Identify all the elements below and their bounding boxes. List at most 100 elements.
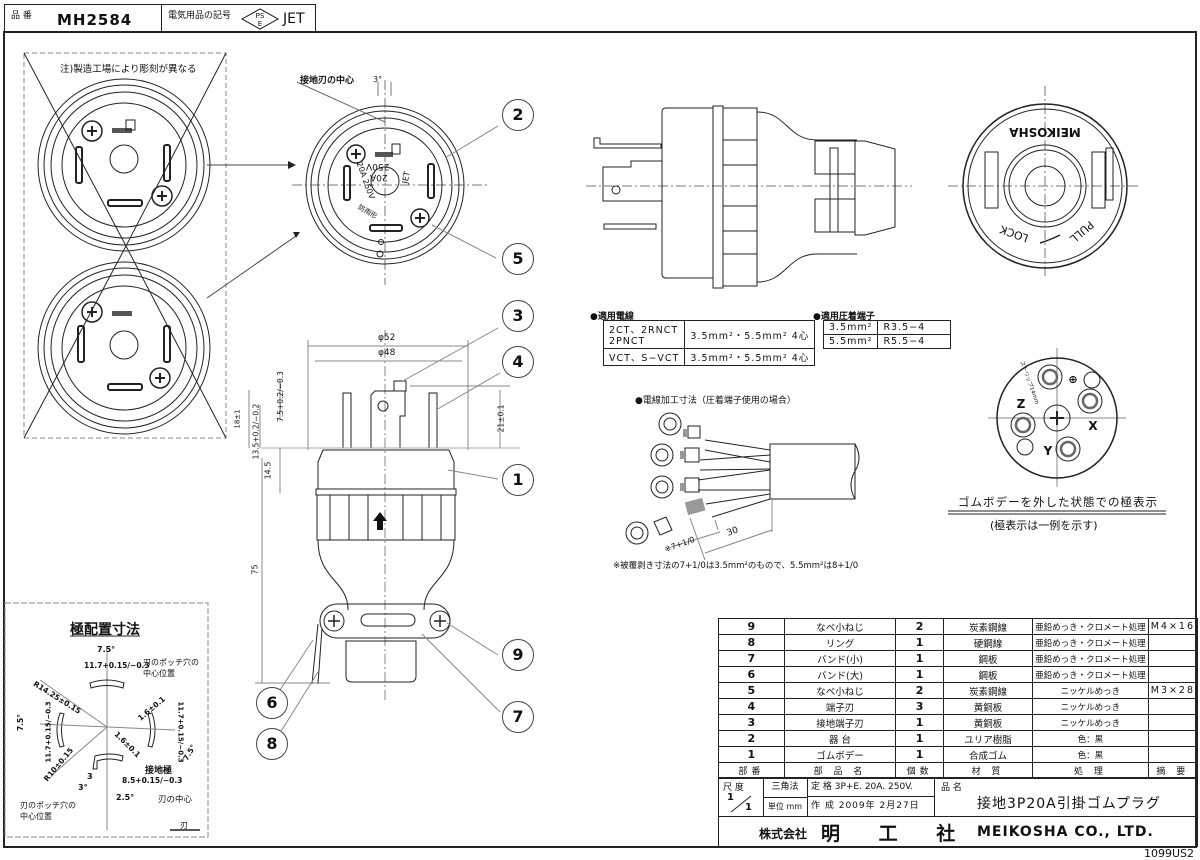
product-name-label: 品 名 [941, 783, 962, 793]
pole-display-drawing: ⊕ X Y Z ストリップ14mm [948, 348, 1166, 515]
insert-direction-arrow-icon [373, 512, 387, 530]
electrical-mark-label: 電気用品の記号 [168, 11, 232, 21]
callout-3: 3 [502, 300, 534, 332]
created-date: 作 成 2009年 2月27日 [807, 797, 935, 816]
terminal-spec-table: 3.5mm² R3.5−4 5.5mm² R5.5−4 [822, 320, 952, 349]
label-hole-center-bottom: 刃のポッチ穴の中心位置 [20, 801, 76, 821]
part-number-label: 品 番 [11, 11, 32, 21]
terminal-size-cell: 3.5mm² [822, 320, 879, 335]
part-material: ユリア樹脂 [942, 730, 1034, 747]
part-remark [1147, 698, 1199, 715]
wire-processing-footnote: ※被覆剥き寸法の7+1/0は3.5mm²のもので、5.5mm²は8+1/0 [613, 561, 859, 571]
callout-8: 8 [256, 728, 288, 760]
dim-angle-top: 7.5° [97, 645, 116, 654]
wire-type-cell: VCT、S−VCT [602, 348, 686, 366]
dim-ground-3-deg: 3° [78, 783, 88, 792]
label-ground-pole: 接地極 [145, 766, 173, 776]
wire-size-cell: 3.5mm²・5.5mm² 4心 [684, 348, 816, 366]
part-material: 鋼板 [942, 666, 1034, 683]
dim-ground-8-5: 8.5+0.15/−0.3 [122, 776, 183, 785]
label-blade: 刃 [180, 821, 188, 830]
part-qty: 2 [895, 682, 944, 699]
terminal-spec-row: 5.5mm² R5.5−4 [822, 334, 952, 349]
callout-4: 4 [502, 346, 534, 378]
dim-phi48: φ48 [378, 348, 396, 358]
company-prefix: 株式会社 [759, 827, 808, 841]
pole-label-ground: ⊕ [1068, 373, 1077, 386]
engraving-variants-view [23, 52, 300, 439]
header-remark: 摘 要 [1147, 762, 1199, 779]
product-name: 接地3P20A引掛ゴムプラグ [977, 796, 1161, 812]
dim-ground-3: 3 [87, 772, 93, 781]
part-remark [1147, 650, 1199, 667]
part-remark: M3×28 [1147, 682, 1199, 699]
pole-label-z: Z [1017, 397, 1026, 411]
plug-face-view [292, 80, 499, 285]
part-qty: 1 [895, 650, 944, 667]
scale-cell: 尺 度 1 1 [719, 778, 764, 816]
drawing-code: 1099US2 [1144, 847, 1195, 860]
terminal-type-cell: R3.5−4 [877, 320, 952, 335]
dim-13-5: 13.5+0.2/−0.2 [251, 403, 261, 460]
callout-7: 7 [502, 701, 534, 733]
part-no: 5 [718, 682, 785, 699]
ground-angle-dim: 3° [373, 75, 383, 84]
part-name: 器 台 [783, 730, 897, 747]
part-qty: 1 [895, 714, 944, 731]
part-material: 合成ゴム [942, 746, 1034, 763]
part-treatment: 色：黒 [1032, 730, 1149, 747]
wire-processing-title: ●電線加工寸法（圧着端子使用の場合） [635, 396, 796, 406]
part-qty: 1 [895, 666, 944, 683]
part-name: リング [783, 634, 897, 651]
label-blade-center: 刃の中心 [158, 795, 193, 805]
part-name: バンド(小) [783, 650, 897, 667]
dim-7-5: 7.5+0.2/−0.3 [275, 371, 285, 422]
part-number-box: 品 番 MH2584 [4, 4, 161, 32]
engraving-note: 注)製造工場により彫刻が異なる [60, 64, 197, 75]
face-center-text-a: 250V [366, 161, 390, 171]
callout-9: 9 [502, 639, 534, 671]
header-no: 部番 [718, 762, 785, 779]
part-treatment: ニッケルめっき [1032, 698, 1149, 715]
pole-label-x: X [1088, 419, 1098, 433]
scale-slash-icon [730, 795, 752, 813]
ground-blade-center-label: 接地刃の中心 [300, 76, 355, 86]
rear-pull-text: PULL [1067, 218, 1097, 246]
wire-size-cell: 3.5mm²・5.5mm² 4心 [684, 320, 816, 349]
part-qty: 1 [895, 634, 944, 651]
part-name: ゴムボデー [783, 746, 897, 763]
part-treatment: 亜鉛めっき・クロメート処理 [1032, 618, 1149, 635]
part-name: 端子刃 [783, 698, 897, 715]
part-treatment: 亜鉛めっき・クロメート処理 [1032, 666, 1149, 683]
dim-width-top: 11.7+0.15/−0.3 [84, 661, 150, 670]
face-center-text-b: 20A [370, 172, 388, 182]
dim-21: 21±0.1 [496, 404, 506, 433]
scale-numerator: 1 [727, 792, 734, 803]
plug-face-variant-a [37, 78, 211, 252]
part-name: なべ小ねじ [783, 682, 897, 699]
plug-face-variant-b [37, 261, 211, 435]
part-material: 黄銅板 [942, 698, 1034, 715]
dim-75: 75 [250, 564, 260, 575]
part-material: 硬鋼線 [942, 634, 1034, 651]
callout-5: 5 [502, 243, 534, 275]
part-number: MH2584 [57, 11, 133, 29]
wire-spec-row: VCT、S−VCT 3.5mm²・5.5mm² 4心 [602, 348, 816, 366]
dim-18: 18±1 [233, 409, 242, 429]
part-remark: M4×16 [1147, 618, 1199, 635]
terminal-spec-row: 3.5mm² R3.5−4 [822, 320, 952, 335]
part-material: 炭素鋼線 [942, 618, 1034, 635]
part-material: 黄銅板 [942, 714, 1034, 731]
dim-14-5: 14.5 [263, 461, 273, 480]
part-treatment: 色：黒 [1032, 746, 1149, 763]
company-name-en: MEIKOSHA CO., LTD. [977, 824, 1154, 840]
dim-width-left: 11.7+0.15/−0.3 [44, 701, 53, 763]
part-name: なべ小ねじ [783, 618, 897, 635]
